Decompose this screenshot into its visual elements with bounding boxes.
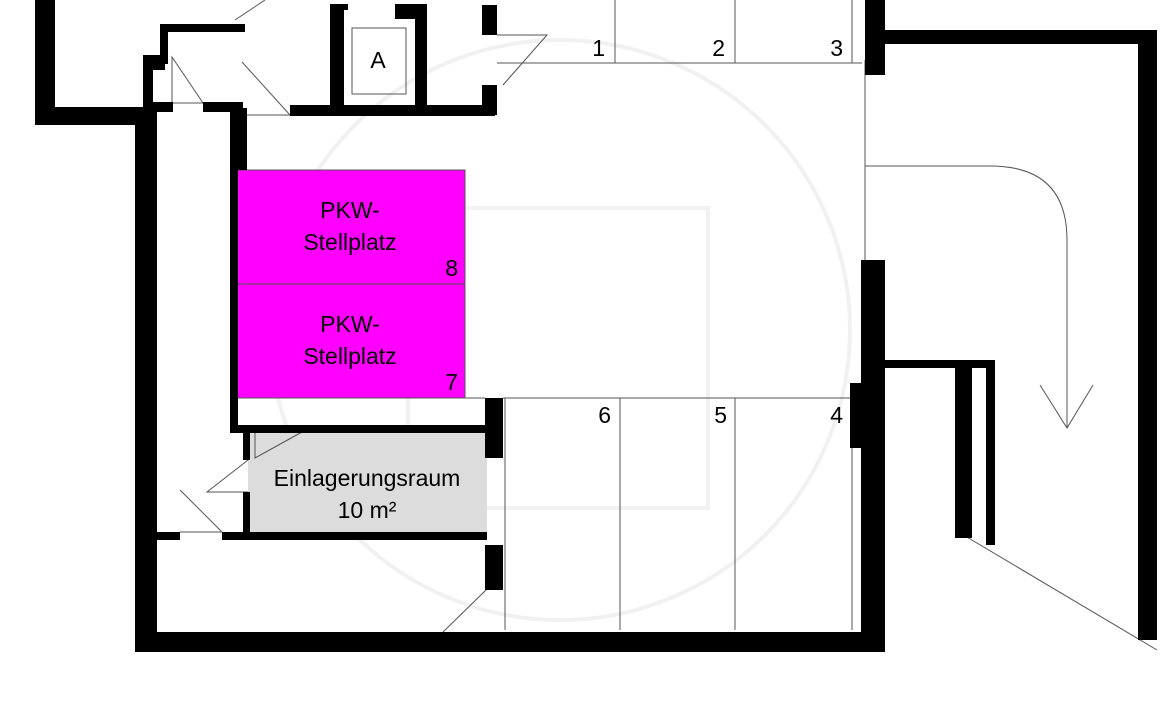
storage-room[interactable]: Einlagerungsraum 10 m²	[248, 432, 487, 532]
stall-number-2: 2	[712, 35, 725, 61]
stall-number-1: 1	[592, 35, 605, 61]
space-label-line2: Stellplatz	[303, 343, 396, 369]
walls	[35, 0, 1157, 652]
parking-space-8[interactable]: PKW- Stellplatz 8	[236, 169, 466, 285]
space-label-line1: PKW-	[320, 197, 380, 223]
stall-number-6: 6	[598, 402, 611, 428]
storage-name: Einlagerungsraum	[274, 465, 461, 491]
storage-area: 10 m²	[338, 497, 397, 523]
stall-number-5: 5	[714, 402, 727, 428]
parking-space-7[interactable]: PKW- Stellplatz 7	[236, 283, 466, 399]
elevator-label: A	[370, 47, 386, 73]
space-number: 8	[445, 255, 458, 281]
space-label-line2: Stellplatz	[303, 229, 396, 255]
stall-number-4: 4	[830, 402, 843, 428]
thin-lines	[171, 0, 1158, 651]
space-label-line1: PKW-	[320, 311, 380, 337]
space-number: 7	[445, 369, 458, 395]
stall-number-3: 3	[830, 35, 843, 61]
